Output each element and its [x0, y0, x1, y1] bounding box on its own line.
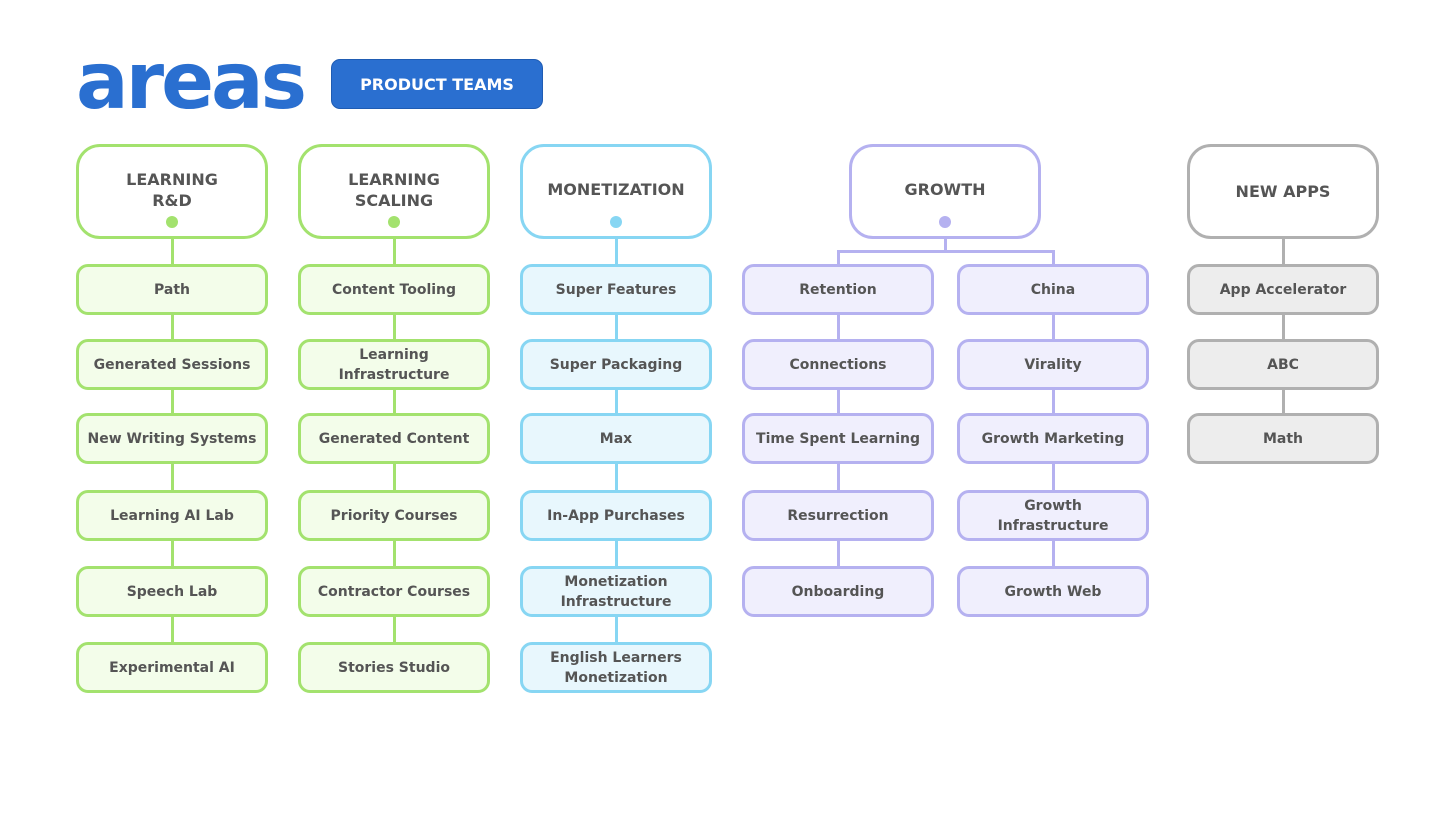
product-teams-badge: PRODUCT TEAMS: [331, 59, 543, 109]
connector-line: [1051, 539, 1055, 568]
team-box-resurrection[interactable]: Resurrection: [742, 490, 934, 541]
team-box-new-writing-systems[interactable]: New Writing Systems: [76, 413, 268, 464]
connector-line: [836, 251, 840, 266]
team-box-learning-ai-lab[interactable]: Learning AI Lab: [76, 490, 268, 541]
connector-line: [1051, 251, 1055, 266]
team-box-max[interactable]: Max: [520, 413, 712, 464]
connector-line: [614, 462, 618, 492]
connector-line: [170, 219, 174, 266]
team-box-generated-sessions[interactable]: Generated Sessions: [76, 339, 268, 390]
connector-bus: [836, 249, 1055, 253]
connector-line: [1051, 313, 1055, 341]
team-box-english-learners-monetization[interactable]: English Learners Monetization: [520, 642, 712, 693]
connector-line: [392, 388, 396, 415]
connector-line: [614, 388, 618, 415]
connector-line: [1281, 219, 1285, 266]
connector-line: [614, 539, 618, 568]
team-box-generated-content[interactable]: Generated Content: [298, 413, 490, 464]
group-dot: [939, 216, 951, 228]
connector-line: [392, 313, 396, 341]
connector-line: [836, 462, 840, 492]
team-box-super-features[interactable]: Super Features: [520, 264, 712, 315]
group-dot: [166, 216, 178, 228]
team-box-contractor-courses[interactable]: Contractor Courses: [298, 566, 490, 617]
team-box-stories-studio[interactable]: Stories Studio: [298, 642, 490, 693]
team-box-monetization-infrastructure[interactable]: Monetization Infrastructure: [520, 566, 712, 617]
team-box-content-tooling[interactable]: Content Tooling: [298, 264, 490, 315]
connector-line: [170, 462, 174, 492]
connector-line: [392, 615, 396, 644]
connector-line: [836, 388, 840, 415]
team-box-super-packaging[interactable]: Super Packaging: [520, 339, 712, 390]
connector-line: [392, 219, 396, 266]
team-box-priority-courses[interactable]: Priority Courses: [298, 490, 490, 541]
team-box-in-app-purchases[interactable]: In-App Purchases: [520, 490, 712, 541]
team-box-speech-lab[interactable]: Speech Lab: [76, 566, 268, 617]
connector-line: [836, 539, 840, 568]
connector-line: [170, 313, 174, 341]
connector-line: [836, 313, 840, 341]
connector-line: [1281, 313, 1285, 341]
connector-line: [170, 388, 174, 415]
team-box-path[interactable]: Path: [76, 264, 268, 315]
group-dot: [610, 216, 622, 228]
team-box-onboarding[interactable]: Onboarding: [742, 566, 934, 617]
connector-line: [1051, 462, 1055, 492]
team-box-virality[interactable]: Virality: [957, 339, 1149, 390]
team-box-growth-marketing[interactable]: Growth Marketing: [957, 413, 1149, 464]
connector-line: [614, 219, 618, 266]
connector-line: [170, 539, 174, 568]
areas-logo: areas: [76, 37, 307, 127]
team-box-china[interactable]: China: [957, 264, 1149, 315]
team-box-growth-infrastructure[interactable]: Growth Infrastructure: [957, 490, 1149, 541]
connector-line: [1051, 388, 1055, 415]
team-box-growth-web[interactable]: Growth Web: [957, 566, 1149, 617]
team-box-retention[interactable]: Retention: [742, 264, 934, 315]
connector-line: [170, 615, 174, 644]
team-box-connections[interactable]: Connections: [742, 339, 934, 390]
team-box-abc[interactable]: ABC: [1187, 339, 1379, 390]
group-header-new-apps: NEW APPS: [1187, 144, 1379, 239]
team-box-time-spent-learning[interactable]: Time Spent Learning: [742, 413, 934, 464]
team-box-learning-infrastructure[interactable]: Learning Infrastructure: [298, 339, 490, 390]
team-box-experimental-ai[interactable]: Experimental AI: [76, 642, 268, 693]
connector-line: [392, 462, 396, 492]
team-box-app-accelerator[interactable]: App Accelerator: [1187, 264, 1379, 315]
connector-line: [1281, 388, 1285, 415]
connector-line: [392, 539, 396, 568]
connector-line: [614, 313, 618, 341]
team-box-math[interactable]: Math: [1187, 413, 1379, 464]
group-dot: [388, 216, 400, 228]
connector-line: [614, 615, 618, 644]
